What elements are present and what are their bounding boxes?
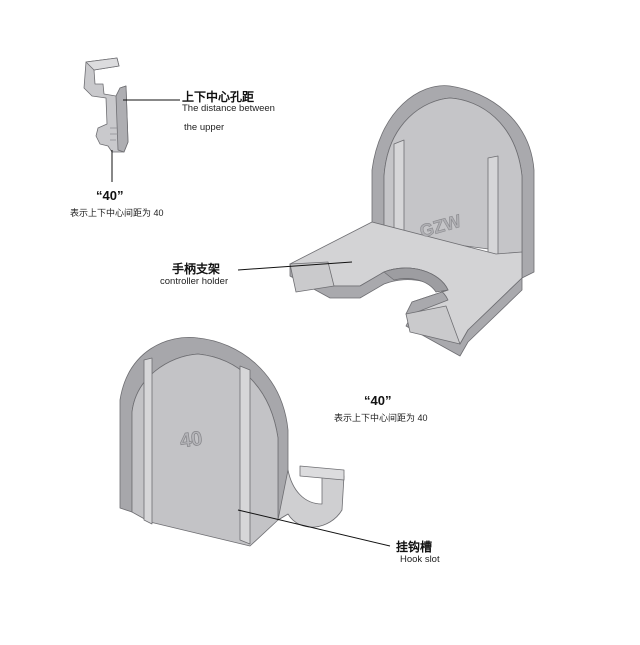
bottom-engraving: 40 [179,428,204,453]
holder-leader [237,261,353,271]
holder-rail-right [487,155,499,263]
holder-title-zh: 手柄支架 [172,262,221,276]
hook-top-face [85,57,120,71]
slot-title-en: Hook slot [400,554,440,565]
bottom-rail-right [239,365,251,545]
holder-tab-left [289,261,335,293]
hook-value: “40” [96,188,124,203]
holder-tab-right [405,305,461,345]
bottom-part [119,337,345,547]
controller-holder [289,85,535,357]
bottom-value: “40” [364,393,392,408]
holder-title-en: controller holder [160,276,229,287]
slot-title-zh: 挂钩槽 [396,540,433,554]
hook-title-en-1: The distance between [182,103,275,114]
slot-leader-diag [237,509,391,547]
holder-cutout [383,267,449,293]
hook-engraving [110,127,118,141]
holder-rail-left [393,139,405,235]
hook-part [83,57,129,153]
hook-face [115,85,129,153]
bottom-rail-left [143,357,153,525]
holder-back-face [383,97,523,279]
hook-title-en-2: the upper [184,122,225,133]
bottom-hook-tip [299,465,345,481]
bottom-value-caption: 表示上下中心间距为 40 [334,413,428,423]
hook-value-caption: 表示上下中心间距为 40 [70,208,164,218]
hook-title-zh: 上下中心孔距 [182,90,255,104]
